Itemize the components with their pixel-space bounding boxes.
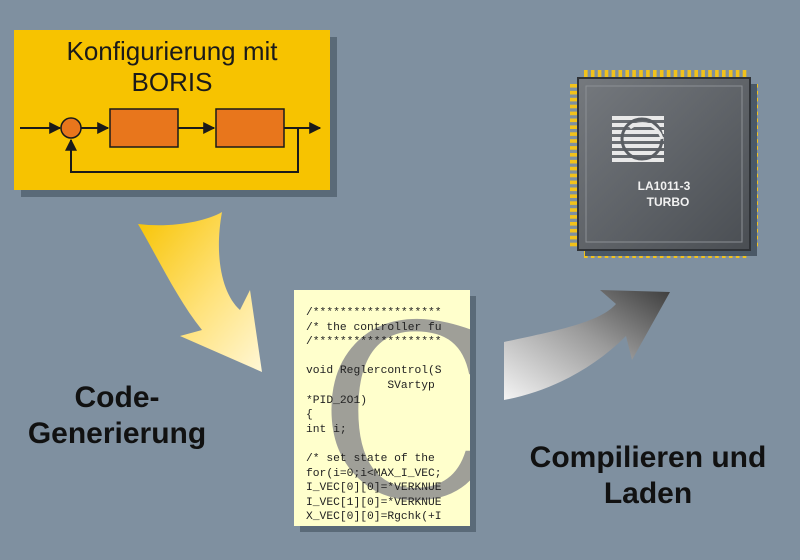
chip-pin (570, 173, 579, 178)
chip-pin (742, 70, 747, 79)
chip-pin (639, 70, 643, 79)
code-line (306, 437, 442, 452)
chip-pin (570, 242, 579, 247)
compile-load-label-line2: Laden (603, 477, 693, 510)
chip-pin (722, 70, 726, 79)
plant-block (215, 108, 285, 148)
chip-pin (618, 70, 623, 79)
compile-load-label: Compilieren und Laden (508, 440, 788, 512)
chip-pin (570, 194, 579, 198)
chip-pin (570, 222, 579, 226)
chip-pin (584, 70, 588, 79)
arrow-config-to-code (138, 212, 262, 372)
chip-pin (570, 153, 579, 157)
code-generation-label: Code- Generierung (22, 380, 212, 452)
code-line: I_VEC[1][0]=*VERKNUE (306, 496, 442, 509)
code-line: I_VEC[0][0]=*VERKNUE (306, 482, 442, 495)
code-line: for(i=0;i<MAX_I_VEC; (306, 467, 442, 480)
config-title-line1: Konfigurierung mit (66, 36, 278, 66)
chip-pin (570, 228, 579, 233)
chip-pin (570, 104, 579, 109)
chip-pin (570, 132, 579, 136)
chip-pin (570, 180, 579, 185)
chip-pin (597, 70, 602, 79)
chip-pin (570, 111, 579, 116)
chip-pin (570, 166, 579, 171)
code-line (306, 350, 442, 365)
chip-pin (694, 70, 698, 79)
arrow-code-to-chip (504, 290, 670, 400)
summing-junction (60, 117, 82, 139)
chip-pin (570, 159, 579, 164)
chip-pin (708, 70, 712, 79)
feedback-loop (65, 128, 299, 173)
config-panel: Konfigurierung mit BORIS (14, 30, 330, 190)
chip-pin (632, 70, 636, 79)
chip-pin (625, 70, 629, 79)
chip-body (577, 77, 751, 251)
chip-label-line2: TURBO (647, 195, 690, 209)
code-line: /* set state of the (306, 452, 435, 465)
compile-load-label-line1: Compilieren und (529, 441, 767, 474)
chip-pin (570, 215, 579, 219)
chip-pin (659, 70, 664, 79)
chip-pin (570, 90, 579, 95)
block-diagram (20, 108, 322, 173)
chip-pin (680, 70, 685, 79)
chip-pin (570, 201, 579, 205)
code-line: void Reglercontrol(S (306, 365, 442, 378)
code-line: /* the controller fu (306, 321, 442, 334)
chip-pin (687, 70, 692, 79)
chip-pin (570, 235, 579, 240)
chip-pin (715, 70, 719, 79)
code-line: { (306, 409, 313, 422)
chip-pin (570, 84, 579, 88)
chip-pin (728, 70, 733, 79)
chip-label-line1: LA1011-3 (638, 179, 691, 193)
code-line: /******************* (306, 336, 442, 349)
chip-pin (570, 97, 579, 102)
config-title: Konfigurierung mit BORIS (14, 36, 330, 98)
chip-pin (666, 70, 671, 79)
c-language-watermark: C (318, 290, 470, 526)
chip-pin (570, 187, 579, 192)
chip-pin (611, 70, 616, 79)
chip-pin (570, 146, 579, 150)
code-line: *PID_2O1) (306, 394, 368, 407)
controller-block (109, 108, 179, 148)
chip-pin (646, 70, 650, 79)
chip-pin (673, 70, 678, 79)
code-line: int i; (306, 423, 347, 436)
chip-pin (653, 70, 657, 79)
code-line: X_VEC[0][0]=Rgchk(+I (306, 511, 442, 524)
code-generation-label-line2: Generierung (27, 417, 207, 450)
code-generation-label-line1: Code- (74, 381, 160, 414)
microcontroller-chip: LA1011-3 TURBO (570, 70, 758, 258)
chip-pin (570, 139, 579, 143)
chip-pin (590, 70, 595, 79)
code-line: /******************* (306, 307, 442, 319)
chip-pin (570, 118, 579, 123)
code-sheet: C /******************* /* the controller … (294, 290, 470, 526)
chip-pin (735, 70, 740, 79)
code-line: SVartyp (306, 379, 435, 392)
chip-logo-icon (612, 116, 664, 162)
chip-pin (570, 208, 579, 212)
chip-pin (701, 70, 705, 79)
config-title-line2: BORIS (131, 67, 213, 97)
chip-pin (604, 70, 609, 79)
chip-pin (570, 125, 579, 129)
code-listing: /******************* /* the controller fu… (306, 306, 442, 525)
